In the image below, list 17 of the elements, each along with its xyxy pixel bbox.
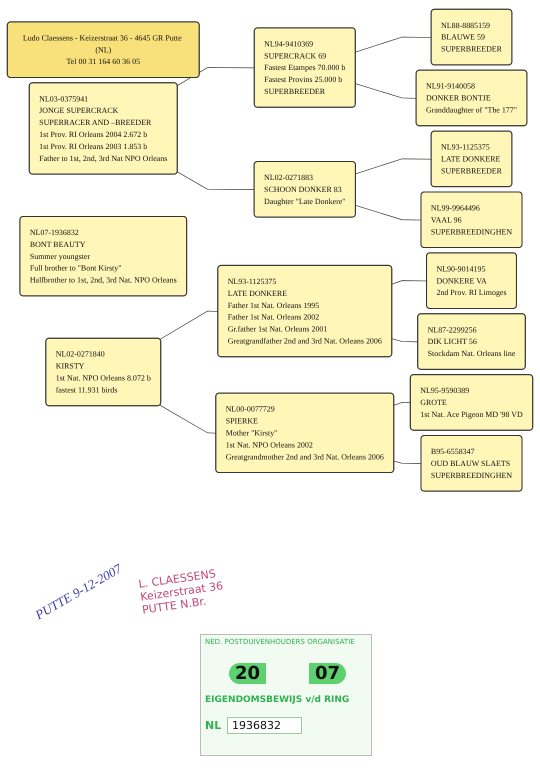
connector <box>177 172 255 190</box>
card-heading: EIGENDOMSBEWIJS v/d RING <box>205 695 350 705</box>
connector <box>160 310 218 340</box>
connector <box>392 338 418 342</box>
connector <box>177 67 255 86</box>
country-code: NL <box>205 719 222 732</box>
connector <box>160 404 216 434</box>
connector <box>355 205 422 220</box>
connector <box>394 402 411 406</box>
connector <box>355 83 417 99</box>
ring-number-field: 1936832 <box>227 717 302 734</box>
connector <box>355 36 432 52</box>
connector <box>355 158 432 174</box>
year-digits: 07 <box>309 663 346 684</box>
year-digits: 20 <box>229 663 266 684</box>
connector <box>392 280 428 284</box>
connector <box>394 460 422 464</box>
